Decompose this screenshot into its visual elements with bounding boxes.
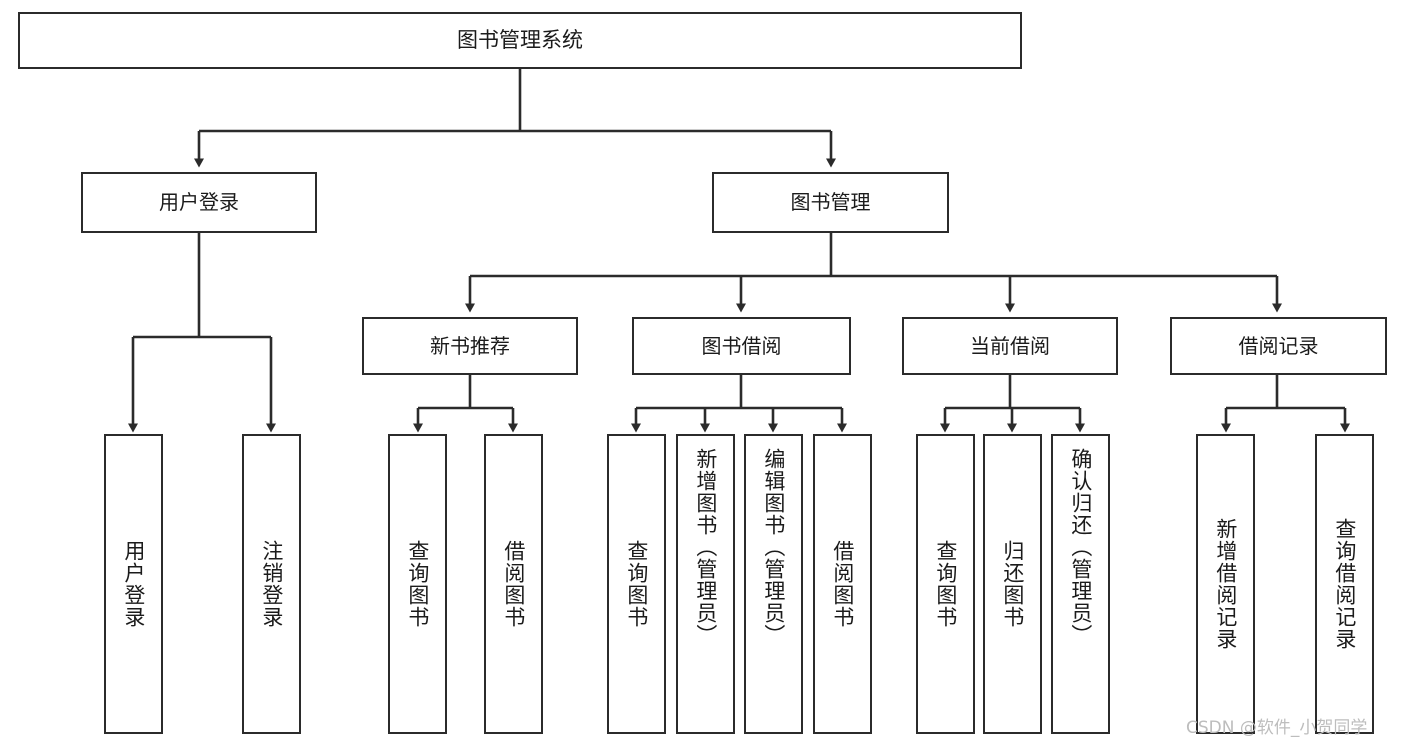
- leaf-borrow-edit-book-admin[interactable]: 编辑图书（管理员）: [744, 434, 803, 734]
- node-user-login[interactable]: 用户登录: [81, 172, 317, 233]
- node-root-system[interactable]: 图书管理系统: [18, 12, 1022, 69]
- node-label: 编辑图书（管理员）: [761, 448, 786, 646]
- leaf-borrow-query-book[interactable]: 查询图书: [607, 434, 666, 734]
- node-label: 用户登录: [159, 190, 239, 214]
- node-label: 借阅图书: [830, 540, 855, 628]
- node-label: 用户登录: [121, 540, 146, 628]
- node-label: 借阅记录: [1238, 333, 1319, 358]
- node-book-management[interactable]: 图书管理: [712, 172, 949, 233]
- leaf-borrow-add-book-admin[interactable]: 新增图书（管理员）: [676, 434, 735, 734]
- node-label: 归还图书: [1000, 540, 1025, 628]
- node-borrow-records[interactable]: 借阅记录: [1170, 317, 1387, 375]
- node-label: 借阅图书: [501, 540, 526, 628]
- leaf-user-login-signout[interactable]: 注销登录: [242, 434, 301, 734]
- leaf-current-query-book[interactable]: 查询图书: [916, 434, 975, 734]
- node-current-borrow[interactable]: 当前借阅: [902, 317, 1118, 375]
- node-label: 查询图书: [405, 540, 430, 628]
- node-label: 图书借阅: [701, 333, 782, 358]
- leaf-current-return-book[interactable]: 归还图书: [983, 434, 1042, 734]
- node-label: 当前借阅: [970, 333, 1050, 358]
- node-label: 新书推荐: [430, 333, 510, 358]
- node-book-borrow[interactable]: 图书借阅: [632, 317, 851, 375]
- node-label: 查询借阅记录: [1332, 518, 1357, 650]
- node-new-book-recommend[interactable]: 新书推荐: [362, 317, 578, 375]
- leaf-records-add-record[interactable]: 新增借阅记录: [1196, 434, 1255, 734]
- node-label: 新增借阅记录: [1213, 518, 1238, 650]
- leaf-borrow-borrow-book[interactable]: 借阅图书: [813, 434, 872, 734]
- node-label: 注销登录: [259, 540, 284, 628]
- leaf-user-login-signin[interactable]: 用户登录: [104, 434, 163, 734]
- leaf-records-query-record[interactable]: 查询借阅记录: [1315, 434, 1374, 734]
- node-label: 新增图书（管理员）: [693, 448, 718, 646]
- node-label: 查询图书: [624, 540, 649, 628]
- node-label: 查询图书: [933, 540, 958, 628]
- node-label: 确认归还（管理员）: [1068, 448, 1093, 646]
- leaf-new-book-query[interactable]: 查询图书: [388, 434, 447, 734]
- node-label: 图书管理系统: [457, 28, 583, 53]
- node-label: 图书管理: [790, 190, 871, 214]
- leaf-current-confirm-return-admin[interactable]: 确认归还（管理员）: [1051, 434, 1110, 734]
- csdn-watermark: CSDN @软件_小贺同学: [1186, 718, 1368, 738]
- leaf-new-book-borrow[interactable]: 借阅图书: [484, 434, 543, 734]
